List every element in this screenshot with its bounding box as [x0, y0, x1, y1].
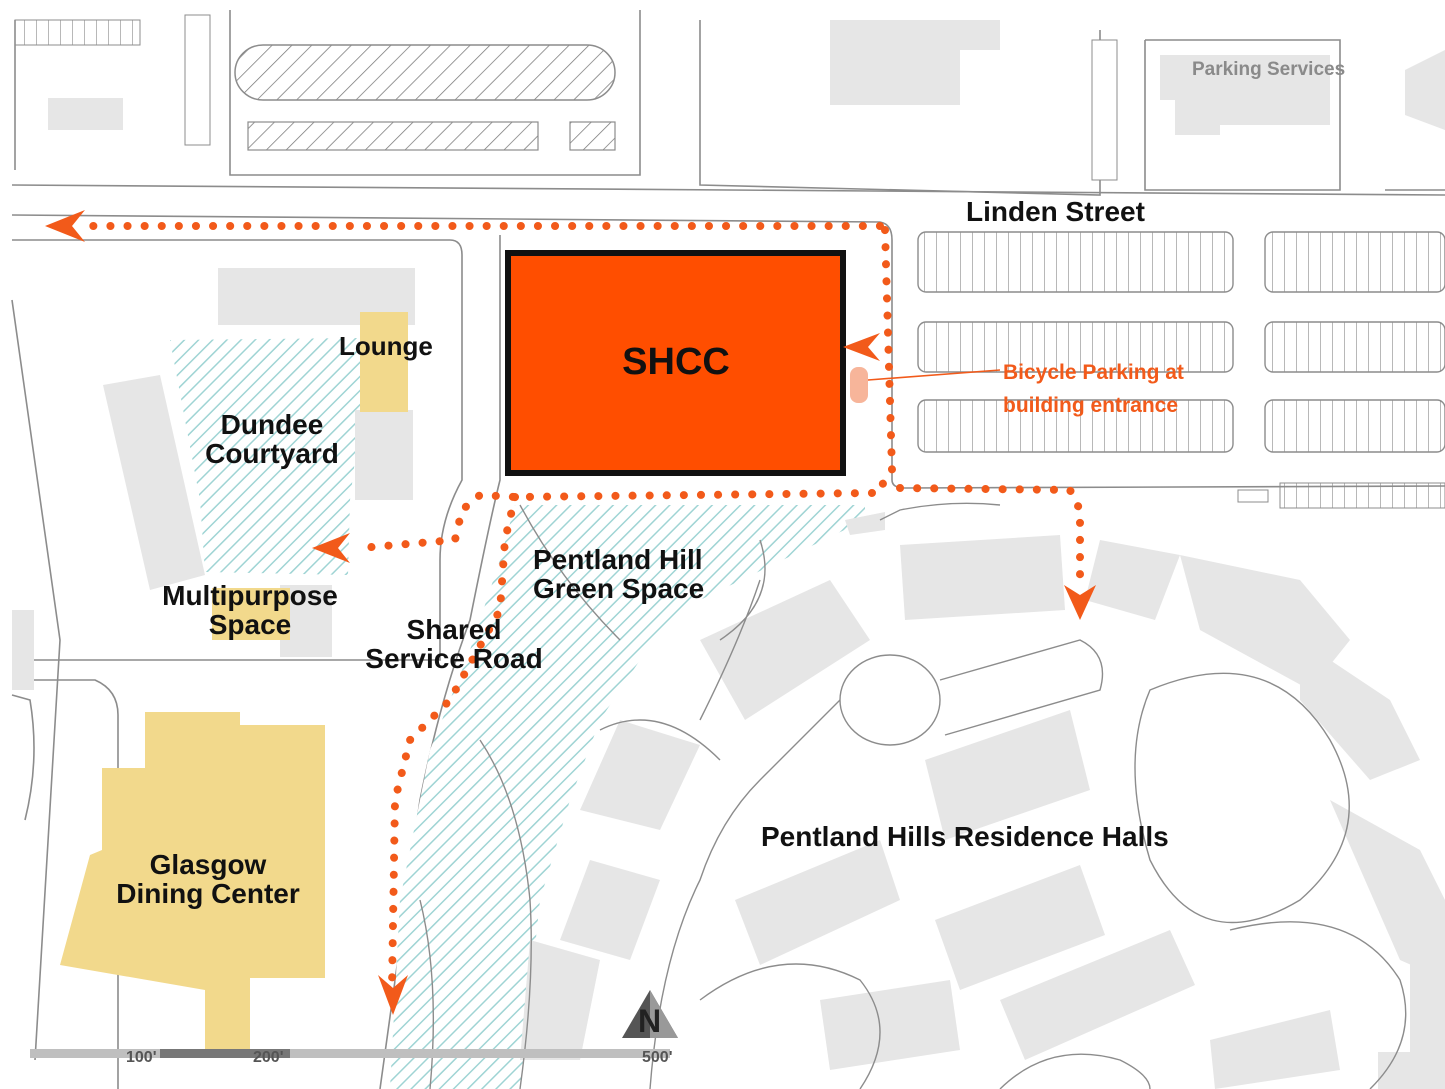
- buildings-top: [48, 20, 1445, 135]
- scale-bar: [30, 1049, 670, 1058]
- bicycle-line-1: Bicycle Parking at: [1003, 361, 1184, 384]
- residence-halls: [520, 512, 1445, 1089]
- shcc-label: SHCC: [622, 341, 730, 383]
- dundee-line-2: Courtyard: [205, 438, 339, 470]
- residence-halls-label: Pentland Hills Residence Halls: [761, 821, 1169, 852]
- arrowhead-south-residence: [1064, 585, 1096, 620]
- arrowhead-south-road: [378, 975, 408, 1015]
- bicycle-leader-line: [867, 369, 1001, 381]
- shcc-building: [505, 250, 846, 476]
- bicycle-parking-label: Bicycle Parking at building entrance: [1003, 357, 1184, 422]
- scale-tick-100: 100': [126, 1049, 157, 1066]
- walking-routes: [86, 222, 1084, 989]
- lounge-building: [360, 312, 408, 412]
- glasgow-dining-label: Glasgow Dining Center: [116, 850, 300, 909]
- arrowhead-west: [45, 210, 85, 242]
- pentland-green-line-2: Green Space: [533, 573, 705, 605]
- parking-stalls-right-vert: [1091, 39, 1118, 181]
- multipurpose-line-2: Space: [208, 609, 292, 641]
- shared-line-1: Shared: [406, 614, 502, 645]
- parking-services-label: Parking Services: [1192, 59, 1346, 80]
- parking-stalls-left-vert: [184, 14, 211, 146]
- route-arrowheads: [45, 210, 1096, 1015]
- north-label: N: [638, 1003, 662, 1039]
- pentland-green-space-label: Pentland Hill Green Space: [533, 545, 704, 604]
- multipurpose-line-1: Multipurpose: [162, 580, 338, 611]
- parking-lots-right: [917, 231, 1445, 509]
- linden-street-label: Linden Street: [966, 196, 1145, 227]
- parking-lot-top: [234, 44, 616, 101]
- pentland-green-line-1: Pentland Hill: [533, 544, 703, 575]
- bicycle-line-2: building entrance: [1003, 393, 1179, 417]
- multipurpose-building: [212, 588, 290, 640]
- dundee-courtyard-area: [170, 338, 360, 575]
- scale-tick-500: 500': [642, 1049, 673, 1066]
- buildings-left: [12, 268, 415, 690]
- shared-service-road-label: Shared Service Road: [365, 615, 542, 674]
- dundee-courtyard-label: Dundee Courtyard: [205, 410, 339, 469]
- arrowhead-entrance: [843, 333, 880, 361]
- shared-line-2: Service Road: [365, 643, 543, 675]
- bicycle-parking-marker: [850, 367, 868, 403]
- glasgow-line-2: Dining Center: [116, 878, 300, 910]
- north-arrow-icon: [622, 990, 678, 1038]
- glasgow-dining-building: [60, 712, 325, 1050]
- residence-paths: [419, 502, 1407, 1089]
- parking-lot-top-2: [247, 121, 539, 151]
- multipurpose-space-label: Multipurpose Space: [162, 581, 338, 640]
- dundee-line-1: Dundee: [220, 409, 324, 440]
- pentland-green-space-area: [390, 505, 865, 1089]
- scale-tick-200: 200': [253, 1049, 284, 1066]
- glasgow-line-1: Glasgow: [149, 849, 267, 880]
- lounge-label: Lounge: [339, 331, 433, 361]
- parking-stalls-top-left: [14, 19, 141, 46]
- parking-lot-top-3: [569, 121, 616, 151]
- arrowhead-courtyard: [312, 533, 350, 563]
